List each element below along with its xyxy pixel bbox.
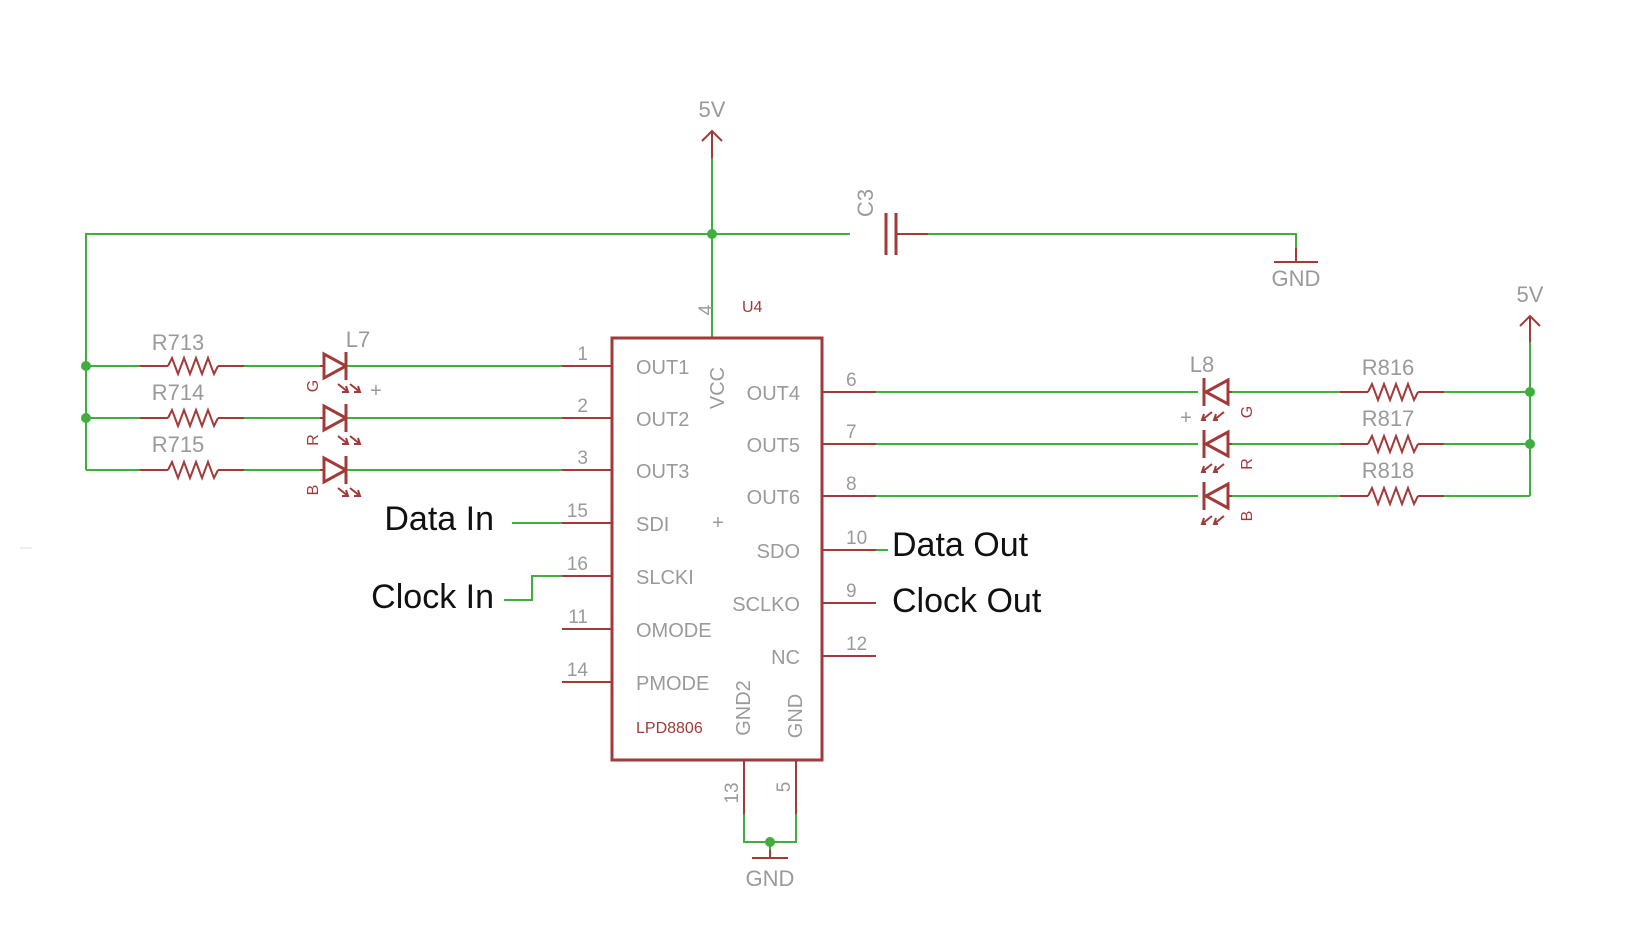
led-right-plus: + xyxy=(1180,407,1192,429)
led-b-left xyxy=(322,455,350,485)
resistor-r714 xyxy=(167,407,219,429)
led-left-b-color: B xyxy=(305,485,322,496)
chip-part-label: LPD8806 xyxy=(636,720,703,737)
led-right-light-arrows-2 xyxy=(1200,463,1225,473)
right-5v-supply: 5V xyxy=(1517,282,1544,342)
pin-10-number: 10 xyxy=(846,528,867,549)
chip-bottom-pins: 13 5 GND2 GND xyxy=(722,680,807,814)
chip-u4: U4 LPD8806 4 VCC + xyxy=(610,299,824,762)
vcc-pin-name: VCC xyxy=(707,367,729,409)
resistor-r817 xyxy=(1367,433,1419,455)
right-row-1: L8 R816 G + xyxy=(876,352,1530,429)
pin-15-number: 15 xyxy=(567,501,588,522)
led-r-left xyxy=(322,403,350,433)
led-left-plus: + xyxy=(370,380,382,402)
led-right-r-color: R xyxy=(1239,458,1256,470)
pin-nc-name: NC xyxy=(771,647,800,669)
right-row-2: R817 R xyxy=(876,406,1530,473)
pin-out4-name: OUT4 xyxy=(747,383,800,405)
r713-label: R713 xyxy=(152,330,205,355)
cap-gnd-symbol: GND xyxy=(1272,248,1321,291)
pin-slcki-name: SLCKI xyxy=(636,567,694,589)
pin-9-number: 9 xyxy=(846,581,857,602)
capacitor-label: C3 xyxy=(853,189,878,217)
pin-out6-name: OUT6 xyxy=(747,487,800,509)
pin-8-number: 8 xyxy=(846,474,857,495)
chip-ref-label: U4 xyxy=(742,299,763,316)
clock-in-wire xyxy=(504,575,562,601)
left-row-2: R714 R xyxy=(86,380,562,446)
pin-5-number: 5 xyxy=(774,782,795,793)
pin-12-number: 12 xyxy=(846,634,867,655)
top-bus-wire xyxy=(85,233,850,364)
pin-14-number: 14 xyxy=(567,660,589,681)
data-out-label: Data Out xyxy=(892,526,1029,564)
led-right-light-arrows-1 xyxy=(1200,411,1225,421)
chip-left-pins: 1 2 3 15 16 11 14 OUT1 OUT2 OUT3 SDI SLC… xyxy=(562,344,712,695)
chip-right-pins: 6 7 8 10 9 12 OUT4 OUT5 OUT6 SDO SCLKO N… xyxy=(732,370,876,669)
r715-label: R715 xyxy=(152,432,205,457)
capacitor-c3: C3 xyxy=(853,189,928,255)
led-left-light-arrows-1 xyxy=(337,383,362,393)
left-row-3: R715 B xyxy=(86,432,562,497)
bottom-gnd-junction xyxy=(765,837,775,847)
bottom-gnd-label: GND xyxy=(746,866,795,891)
led-g-right xyxy=(1202,377,1230,407)
cap-gnd-label: GND xyxy=(1272,266,1321,291)
pin-16-number: 16 xyxy=(567,554,588,575)
r714-label: R714 xyxy=(152,380,205,405)
vcc-pin-number: 4 xyxy=(696,304,717,315)
led-left-r-color: R xyxy=(305,434,322,446)
pin-out5-name: OUT5 xyxy=(747,435,800,457)
right-5v-label: 5V xyxy=(1517,282,1544,307)
pin-sdi-name: SDI xyxy=(636,514,669,536)
pin-gnd2-name: GND2 xyxy=(733,680,755,736)
resistor-r715 xyxy=(167,459,219,481)
resistor-r818 xyxy=(1367,485,1419,507)
pin-6-number: 6 xyxy=(846,370,857,391)
pin-out3-name: OUT3 xyxy=(636,461,689,483)
pin-1-number: 1 xyxy=(577,344,588,365)
pin-omode-name: OMODE xyxy=(636,620,712,642)
top-5v-supply: 5V xyxy=(699,97,726,158)
led-r-right xyxy=(1202,429,1230,459)
led-left-light-arrows-3 xyxy=(337,487,362,497)
bottom-gnd-symbol: GND xyxy=(746,850,795,891)
resistor-r713 xyxy=(167,355,219,377)
vcc-junction xyxy=(707,229,717,239)
left-row-1: R713 L7 G + xyxy=(86,327,562,402)
pin-sdo-name: SDO xyxy=(757,541,800,563)
pin-13-number: 13 xyxy=(722,782,743,803)
r816-label: R816 xyxy=(1362,355,1415,380)
pin-2-number: 2 xyxy=(577,396,588,417)
led-b-right xyxy=(1202,481,1230,511)
cap-gnd-wire xyxy=(928,233,1297,248)
pin-gnd-name: GND xyxy=(785,694,807,738)
resistor-r816 xyxy=(1367,381,1419,403)
led-right-light-arrows-3 xyxy=(1200,515,1225,525)
l7-label: L7 xyxy=(346,327,370,352)
led-left-light-arrows-2 xyxy=(337,435,362,445)
clock-out-label: Clock Out xyxy=(892,582,1042,620)
clock-in-label: Clock In xyxy=(371,578,494,616)
pin-pmode-name: PMODE xyxy=(636,673,709,695)
top-5v-label: 5V xyxy=(699,97,726,122)
led-left-g-color: G xyxy=(305,380,322,392)
r818-label: R818 xyxy=(1362,458,1415,483)
chip-plus: + xyxy=(712,512,724,534)
pin-sclko-name: SCLKO xyxy=(732,594,800,616)
pin-3-number: 3 xyxy=(577,448,588,469)
l8-label: L8 xyxy=(1190,352,1214,377)
pin-11-number: 11 xyxy=(568,607,588,628)
data-in-label: Data In xyxy=(384,500,494,538)
pin-out1-name: OUT1 xyxy=(636,357,689,379)
led-right-g-color: G xyxy=(1239,406,1256,418)
right-row-3: R818 B xyxy=(876,458,1530,525)
pin-out2-name: OUT2 xyxy=(636,409,689,431)
pin-7-number: 7 xyxy=(846,422,857,443)
led-right-b-color: B xyxy=(1239,511,1256,522)
r817-label: R817 xyxy=(1362,406,1415,431)
led-g-left xyxy=(322,351,350,381)
